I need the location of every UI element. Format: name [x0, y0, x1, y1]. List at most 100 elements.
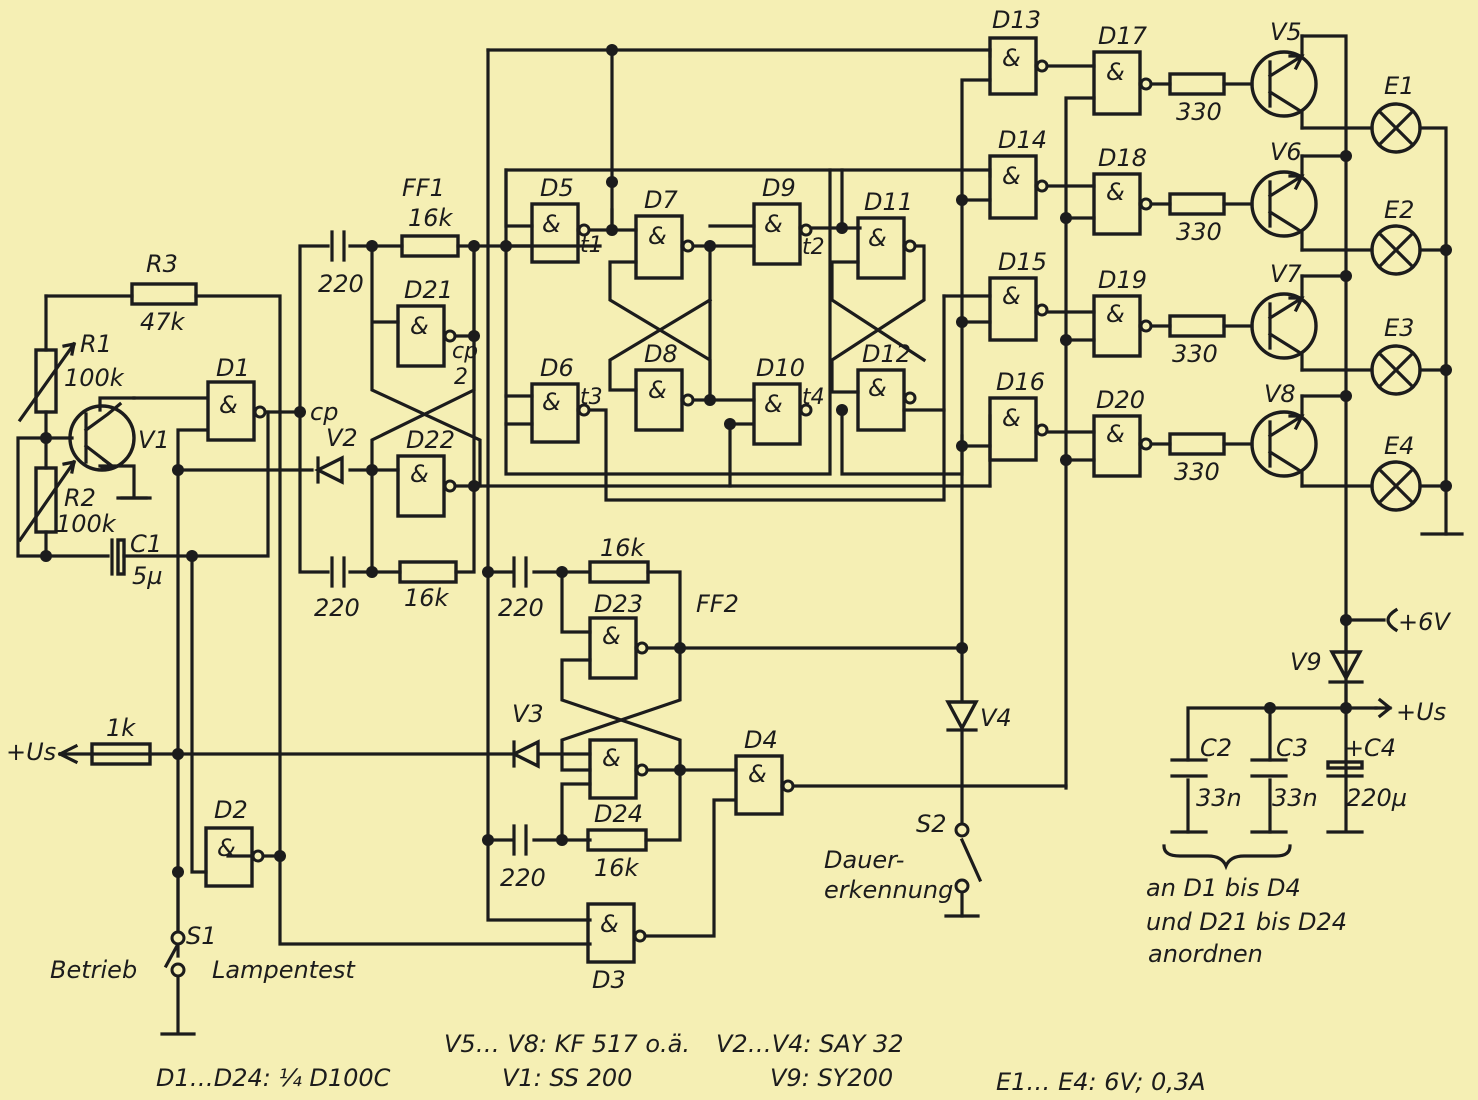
resistor-330-3: 330	[1168, 314, 1226, 368]
e4-label: E4	[1384, 432, 1414, 460]
cap-220-label: 220	[318, 270, 364, 298]
ff1-label: FF1	[402, 174, 445, 202]
parts-note-v9: V9: SY200	[770, 1064, 893, 1092]
resistor-r3: R3 47k	[130, 250, 198, 336]
res-16k-label: 16k	[404, 584, 450, 612]
diode-v9: V9	[1290, 648, 1364, 684]
gate-d20: &D20	[1092, 386, 1153, 478]
r1-label: R1	[80, 330, 112, 358]
res-16k-label: 16k	[600, 534, 646, 562]
note-arrange-1: an D1 bis D4	[1146, 874, 1301, 902]
gate-d8-symbol: &	[648, 376, 667, 404]
t3-label: t3	[580, 385, 603, 410]
res-330-label: 330	[1172, 340, 1218, 368]
gate-d21: & D21	[396, 276, 457, 368]
gate-d17: &D17	[1092, 22, 1153, 116]
gate-d8: &D8	[634, 340, 695, 432]
cap-220-label: 220	[498, 594, 544, 622]
gate-d6: &D6	[530, 354, 591, 444]
r2-label: R2	[64, 484, 96, 512]
plus-us-right-label: +Us	[1396, 698, 1446, 726]
gate-d21-label: D21	[404, 276, 453, 304]
r2-value: 100k	[56, 510, 117, 538]
gate-d10-label: D10	[756, 354, 805, 382]
v6-label: V6	[1270, 138, 1302, 166]
e1-label: E1	[1384, 72, 1414, 100]
s2-label: S2	[916, 810, 947, 838]
gate-d4: & D4	[734, 726, 795, 816]
c3-value: 33n	[1272, 784, 1318, 812]
lamp-e2: E2	[1370, 196, 1422, 276]
t1-label: t1	[580, 233, 603, 258]
diode-v3: V3	[510, 700, 544, 769]
t4-label: t4	[802, 385, 825, 410]
parts-note-v2: V2…V4: SAY 32	[716, 1030, 904, 1058]
cp2-bottom-label: 2	[454, 365, 468, 390]
supply-6v: +6V	[1386, 607, 1451, 636]
supply-arrow-right: +Us	[1374, 697, 1446, 726]
gate-d18-label: D18	[1098, 144, 1147, 172]
gate-d7-symbol: &	[648, 222, 667, 250]
resistor-330-2: 330	[1168, 192, 1226, 246]
gate-d4-symbol: &	[748, 760, 767, 788]
transistor-v1: V1	[68, 401, 170, 472]
gate-d22-symbol: &	[410, 460, 429, 488]
transistor-v7: V7	[1250, 260, 1318, 372]
lampentest-label: Lampentest	[212, 956, 356, 984]
gate-d1: &D1	[206, 354, 267, 442]
gate-d21-symbol: &	[410, 312, 429, 340]
gate-d12-label: D12	[862, 340, 911, 368]
v5-label: V5	[1270, 18, 1302, 46]
resistor-16k-ff1-top: 16k	[400, 204, 460, 258]
gate-d11-label: D11	[864, 188, 913, 216]
gate-d5-symbol: &	[542, 210, 561, 238]
resistor-330-1: 330	[1168, 72, 1226, 126]
capacitor-220-ff2-top: 220	[498, 556, 544, 622]
gate-d10: &D10	[752, 354, 813, 446]
c3-label: C3	[1276, 734, 1308, 762]
res-16k-label: 16k	[408, 204, 454, 232]
parts-note-v1: V1: SS 200	[502, 1064, 632, 1092]
gate-d11: & D11	[856, 188, 917, 280]
gate-d3-label: D3	[592, 966, 626, 994]
gate-d15: &D15	[988, 248, 1049, 342]
gate-d14-symbol: &	[1002, 162, 1021, 190]
ff2-label: FF2	[696, 590, 739, 618]
gate-d19: &D19	[1092, 266, 1153, 358]
c4-plus: +	[1344, 734, 1364, 762]
gate-d24-symbol: &	[602, 744, 621, 772]
gate-d17-label: D17	[1098, 22, 1148, 50]
resistor-r1: R1 100k	[17, 330, 125, 423]
arrangement-bracket	[1162, 844, 1292, 871]
switch-s2: S2	[916, 810, 970, 894]
gate-d20-label: D20	[1096, 386, 1145, 414]
gate-d22: &D22	[396, 426, 457, 518]
capacitor-220-ff1-bottom: 220	[314, 556, 360, 622]
gate-d16: &D16	[988, 368, 1049, 462]
resistor-16k-ff2-top: 16k	[588, 534, 650, 584]
resistor-16k-ff2-bottom: 16k	[586, 828, 648, 882]
gate-d1-symbol: &	[219, 391, 238, 419]
gate-d4-label: D4	[744, 726, 778, 754]
transistor-v8: V8	[1250, 380, 1318, 488]
gate-d12-symbol: &	[868, 374, 887, 402]
c2-value: 33n	[1196, 784, 1242, 812]
gate-d23: &D23	[588, 590, 649, 680]
gate-d13: &D13	[988, 6, 1049, 96]
parts-note-v5: V5… V8: KF 517 o.ä.	[444, 1030, 690, 1058]
v8-label: V8	[1264, 380, 1296, 408]
gate-d5-label: D5	[540, 174, 574, 202]
capacitor-c1: C1 5µ	[110, 530, 163, 590]
gate-d7: &D7	[634, 186, 695, 280]
v3-label: V3	[512, 700, 544, 728]
gate-d24-label: D24	[594, 800, 643, 828]
v4-label: V4	[980, 704, 1012, 732]
e3-label: E3	[1384, 314, 1414, 342]
gate-d19-symbol: &	[1106, 300, 1125, 328]
lamp-e4: E4	[1370, 432, 1422, 512]
gate-d11-symbol: &	[868, 224, 887, 252]
gate-d15-symbol: &	[1002, 282, 1021, 310]
gate-d24: & D24	[588, 738, 649, 828]
gate-d6-symbol: &	[542, 388, 561, 416]
